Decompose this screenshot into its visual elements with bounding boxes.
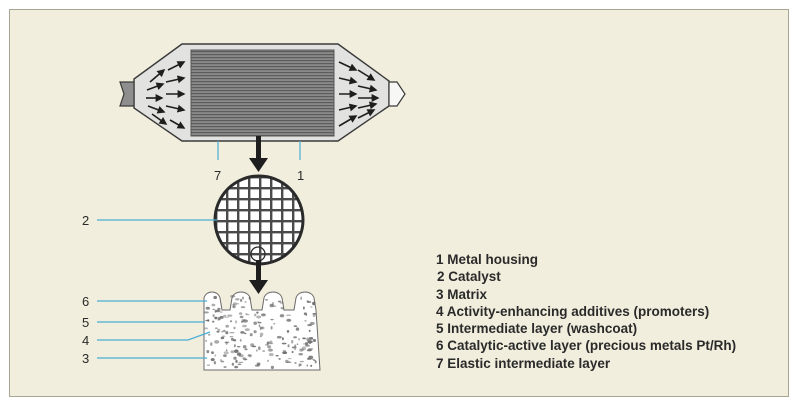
legend-item-2: 2 Catalyst xyxy=(437,269,501,285)
legend-item-5: 5 Intermediate layer (washcoat) xyxy=(436,321,638,337)
legend-item-7: 7 Elastic intermediate layer xyxy=(436,355,611,371)
honeycomb-cross-section xyxy=(213,174,305,266)
metal-housing xyxy=(133,43,390,142)
down-arrow-2 xyxy=(249,260,268,294)
label-4: 4 xyxy=(82,333,89,348)
label-5: 5 xyxy=(82,315,89,330)
leader-line-4 xyxy=(97,331,211,341)
outlet-flow-arrows xyxy=(338,61,380,127)
label-7: 7 xyxy=(214,168,221,183)
legend-item-3: 3 Matrix xyxy=(436,286,488,302)
label-6: 6 xyxy=(82,294,89,309)
diagram-panel xyxy=(9,9,789,397)
catalyst-core xyxy=(190,49,335,137)
label-1: 1 xyxy=(297,168,304,183)
outlet-pipe xyxy=(388,81,406,107)
label-2: 2 xyxy=(82,213,89,228)
layer-cross-section xyxy=(203,291,321,371)
legend-item-4: 4 Activity-enhancing additives (promoter… xyxy=(436,303,710,319)
down-arrow-1 xyxy=(249,136,268,172)
label-3: 3 xyxy=(82,351,89,366)
legend: 1 Metal housing 2 Catalyst 3 Matrix 4 Ac… xyxy=(436,251,736,372)
inlet-flow-arrows xyxy=(146,61,186,129)
legend-item-6: 6 Catalytic-active layer (precious metal… xyxy=(436,338,737,354)
legend-item-1: 1 Metal housing xyxy=(436,252,539,267)
inlet-pipe xyxy=(119,81,135,107)
